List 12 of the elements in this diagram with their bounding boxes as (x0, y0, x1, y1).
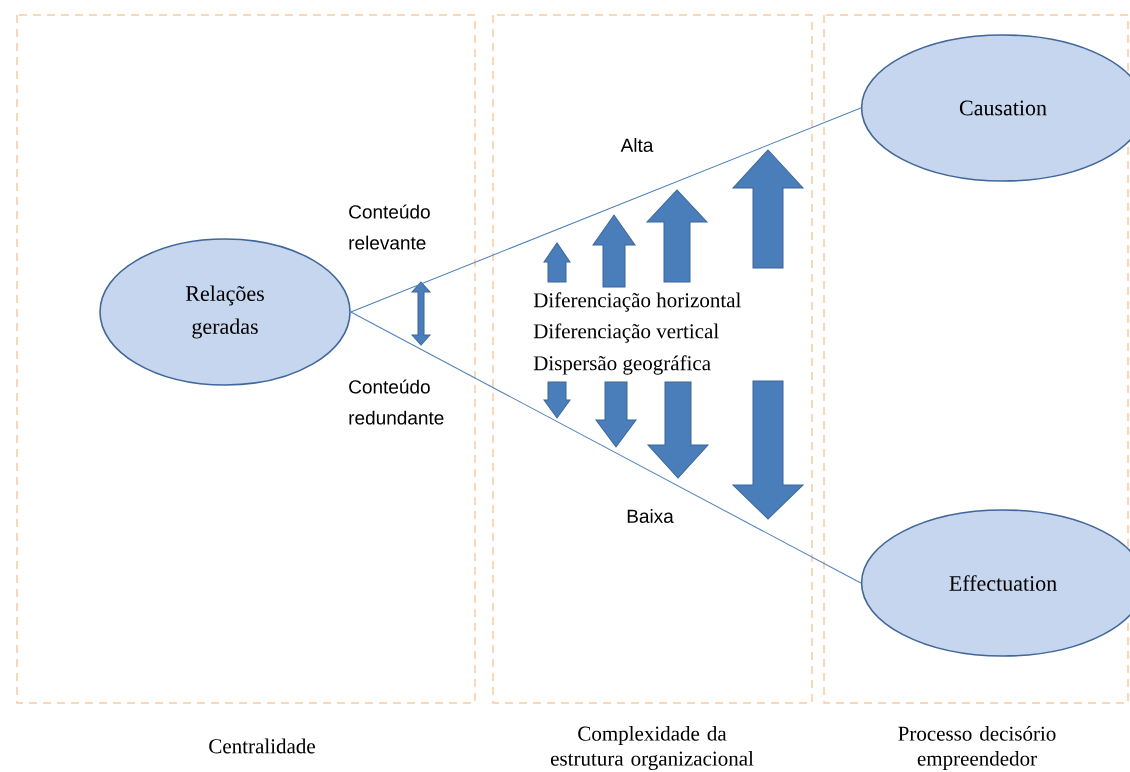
connector-line (350, 311, 862, 584)
text-label: Diferenciação vertical (533, 323, 719, 343)
text-label: Diferenciação horizontal (533, 292, 741, 312)
text-label: Alta (620, 138, 654, 152)
text-label: Dispersão geográfica (533, 355, 711, 375)
text-label: Conteúdo redundante (349, 379, 444, 425)
text-label: Centralidade (209, 738, 315, 754)
text-label: Baixa (627, 509, 674, 523)
connector-line (350, 107, 862, 313)
text-label: Processo decisório empreendedor (898, 725, 1056, 771)
text-label: Conteúdo relevante (349, 204, 430, 250)
text-label: Complexidade da estrutura organizacional (551, 725, 754, 771)
